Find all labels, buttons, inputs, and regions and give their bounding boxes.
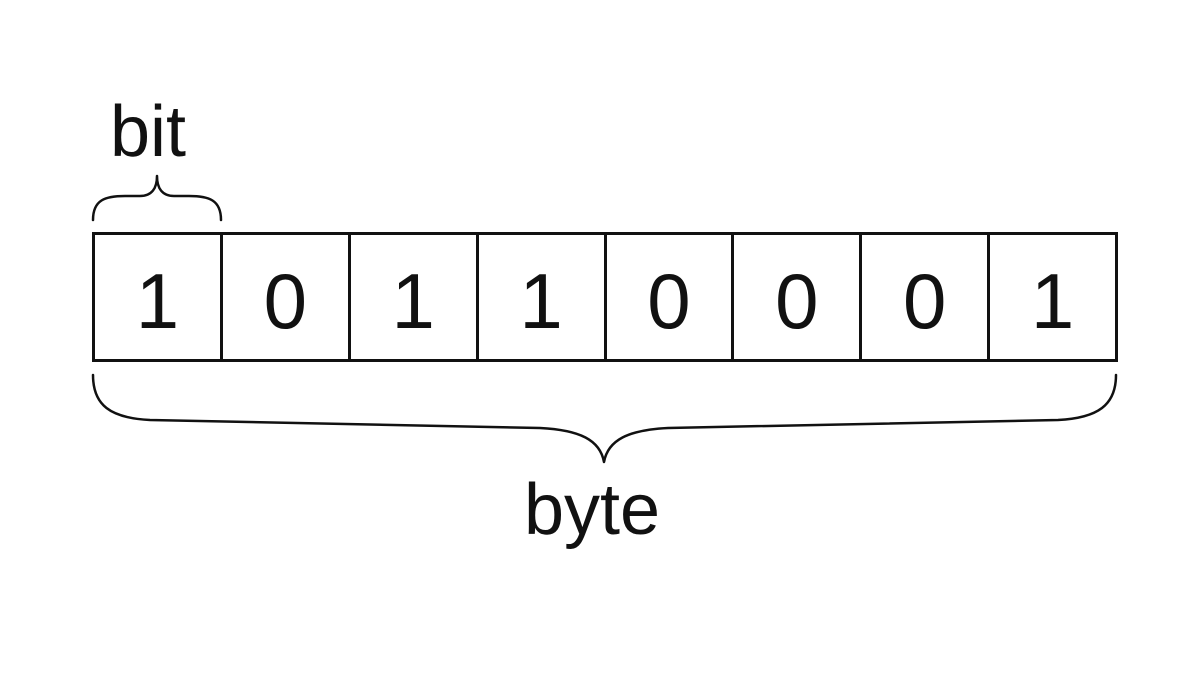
byte-brace (91, 373, 1118, 464)
bit-cell: 0 (223, 235, 351, 359)
bit-value: 1 (135, 257, 180, 345)
bit-value: 0 (902, 257, 947, 345)
bit-brace (91, 174, 223, 222)
bit-cell: 1 (351, 235, 479, 359)
bit-value: 1 (519, 257, 563, 345)
bit-cell: 0 (607, 235, 735, 359)
bit-cell: 1 (479, 235, 607, 359)
bit-label: bit (110, 92, 187, 172)
byte-label: byte (524, 470, 661, 550)
bit-cell: 0 (862, 235, 991, 359)
bit-cell: 0 (734, 235, 863, 359)
bit-cell: 1 (990, 235, 1118, 359)
bit-value: 0 (647, 257, 691, 345)
bit-cell: 1 (95, 235, 223, 359)
bit-value: 0 (263, 257, 307, 345)
bit-value: 0 (775, 257, 819, 345)
bit-value: 1 (391, 257, 435, 345)
bit-value: 1 (1030, 257, 1075, 345)
byte-cells: 1 0 1 1 0 0 0 1 (92, 232, 1118, 362)
